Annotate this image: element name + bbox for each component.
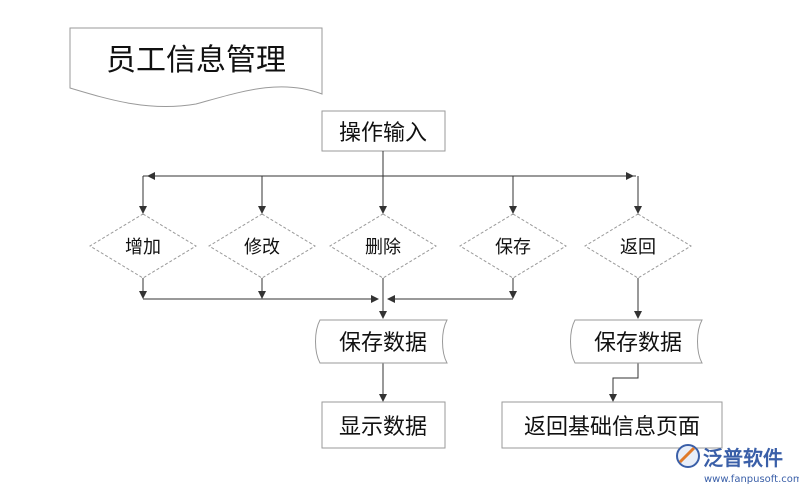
- watermark: 泛普软件 www.fanpusoft.com: [676, 444, 799, 485]
- node-return-page: 返回基础信息页面: [501, 401, 723, 449]
- node-operation-input: 操作输入: [321, 110, 446, 152]
- node-operation-input-label: 操作输入: [339, 121, 427, 146]
- watermark-brand: 泛普软件: [703, 446, 783, 470]
- node-modify-label: 修改: [244, 237, 280, 258]
- node-modify: 修改: [208, 213, 316, 279]
- node-save-data-right: 保存数据: [570, 319, 703, 364]
- node-return-page-label: 返回基础信息页面: [524, 415, 700, 440]
- watermark-url: www.fanpusoft.com: [704, 474, 799, 485]
- arrow-save-data-to-return: [609, 363, 639, 402]
- node-delete-label: 删除: [365, 237, 401, 258]
- node-add: 增加: [89, 213, 197, 279]
- node-back: 返回: [584, 213, 692, 279]
- node-save-data-left: 保存数据: [315, 319, 448, 364]
- diagram-title: 员工信息管理: [106, 43, 286, 78]
- node-save-label: 保存: [495, 237, 531, 258]
- node-show-data-label: 显示数据: [339, 415, 427, 440]
- node-save-data-right-label: 保存数据: [594, 331, 682, 356]
- node-back-label: 返回: [620, 237, 656, 258]
- node-save-data-left-label: 保存数据: [339, 331, 427, 356]
- fanpu-logo-icon: [676, 444, 700, 468]
- connector-lines: [139, 151, 642, 402]
- title-document-shape: 员工信息管理: [69, 27, 323, 108]
- node-save: 保存: [459, 213, 567, 279]
- node-delete: 删除: [329, 213, 437, 279]
- node-add-label: 增加: [125, 237, 161, 258]
- node-show-data: 显示数据: [321, 401, 446, 449]
